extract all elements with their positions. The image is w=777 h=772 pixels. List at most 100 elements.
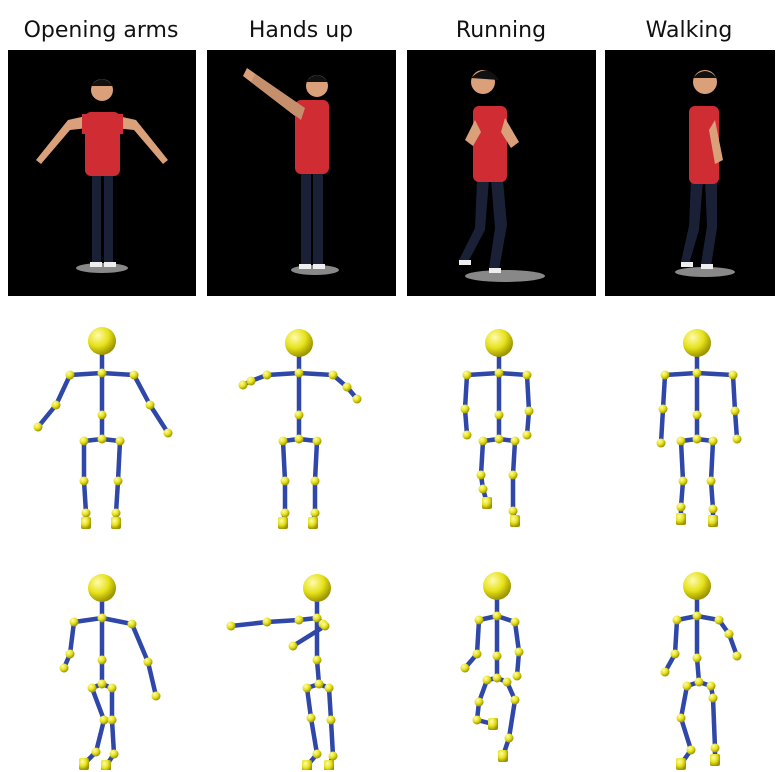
- joint: [495, 411, 504, 420]
- skeleton-front-running: [407, 315, 596, 540]
- bone: [515, 622, 519, 652]
- joint: [80, 437, 89, 446]
- skeleton-front-walking: [605, 315, 775, 540]
- joint: [144, 658, 153, 667]
- column-title-opening-arms: Opening arms: [6, 14, 196, 48]
- bone: [92, 688, 104, 720]
- joint: [495, 369, 504, 378]
- joint: [329, 371, 338, 380]
- joint: [70, 618, 79, 627]
- joint: [98, 369, 107, 378]
- joint: [321, 622, 330, 631]
- bone: [84, 481, 86, 513]
- joint: [289, 642, 298, 651]
- joint: [673, 616, 682, 625]
- joint: [515, 648, 524, 657]
- joint: [683, 682, 692, 691]
- joint: [343, 383, 352, 392]
- joint: [511, 618, 520, 627]
- joint: [98, 435, 107, 444]
- column-title-walking: Walking: [604, 14, 774, 48]
- joint: [707, 682, 716, 691]
- joint: [659, 405, 668, 414]
- photo-hands-up: [207, 50, 396, 296]
- bone: [315, 441, 317, 481]
- skeleton-front-opening-arms: [8, 315, 196, 540]
- joint: [495, 435, 504, 444]
- skeleton-side-walking: [605, 560, 775, 770]
- bone: [663, 375, 665, 409]
- bone: [56, 375, 70, 405]
- bone: [70, 373, 102, 375]
- joint: [130, 371, 139, 380]
- column-title-hands-up: Hands up: [206, 14, 396, 48]
- joint: [509, 471, 518, 480]
- photo-opening-arms: [8, 50, 196, 296]
- joint: [164, 429, 173, 438]
- joint: [108, 716, 117, 725]
- bone: [118, 441, 120, 481]
- foot-joint: [676, 758, 686, 770]
- joint: [715, 616, 724, 625]
- joint: [66, 650, 75, 659]
- joint: [461, 664, 470, 673]
- person-hands-up-figure: [207, 50, 396, 296]
- joint: [98, 680, 107, 689]
- joint: [523, 431, 532, 440]
- bone: [675, 620, 677, 654]
- joint: [475, 616, 484, 625]
- joint: [661, 371, 670, 380]
- joint: [473, 716, 482, 725]
- joint: [279, 437, 288, 446]
- joint: [693, 612, 702, 621]
- head-joint: [303, 574, 331, 602]
- joint: [313, 656, 322, 665]
- head-joint: [683, 572, 711, 600]
- bone: [509, 700, 515, 738]
- bone: [477, 620, 479, 654]
- joint: [493, 674, 502, 683]
- joint: [116, 437, 125, 446]
- bone: [116, 481, 118, 513]
- joint: [247, 377, 256, 386]
- bone: [713, 698, 715, 748]
- joint: [60, 664, 69, 673]
- foot-joint: [302, 760, 312, 770]
- person-walking-figure: [605, 50, 775, 296]
- bone: [661, 409, 663, 443]
- joint: [80, 477, 89, 486]
- joint: [729, 371, 738, 380]
- head-joint: [483, 572, 511, 600]
- bone: [96, 720, 104, 752]
- foot-joint: [708, 515, 718, 527]
- joint: [479, 437, 488, 446]
- joint: [311, 477, 320, 486]
- joint: [677, 437, 686, 446]
- joint: [315, 680, 324, 689]
- bone: [148, 662, 156, 696]
- joint: [693, 654, 702, 663]
- bone: [681, 718, 691, 750]
- foot-joint: [676, 513, 686, 525]
- joint: [479, 485, 488, 494]
- bone: [711, 441, 713, 481]
- foot-joint: [79, 758, 89, 770]
- photo-running: [407, 50, 596, 296]
- joint: [493, 612, 502, 621]
- joint: [687, 746, 696, 755]
- joint: [92, 748, 101, 757]
- bone: [150, 405, 168, 433]
- joint: [475, 698, 484, 707]
- joint: [307, 714, 316, 723]
- bone: [231, 622, 267, 626]
- photo-walking: [605, 50, 775, 296]
- foot-joint: [101, 760, 111, 770]
- foot-joint: [278, 517, 288, 529]
- joint: [679, 477, 688, 486]
- joint: [327, 716, 336, 725]
- bone: [307, 688, 311, 718]
- joint: [493, 652, 502, 661]
- bone: [134, 375, 150, 405]
- bone: [513, 441, 515, 475]
- joint: [473, 650, 482, 659]
